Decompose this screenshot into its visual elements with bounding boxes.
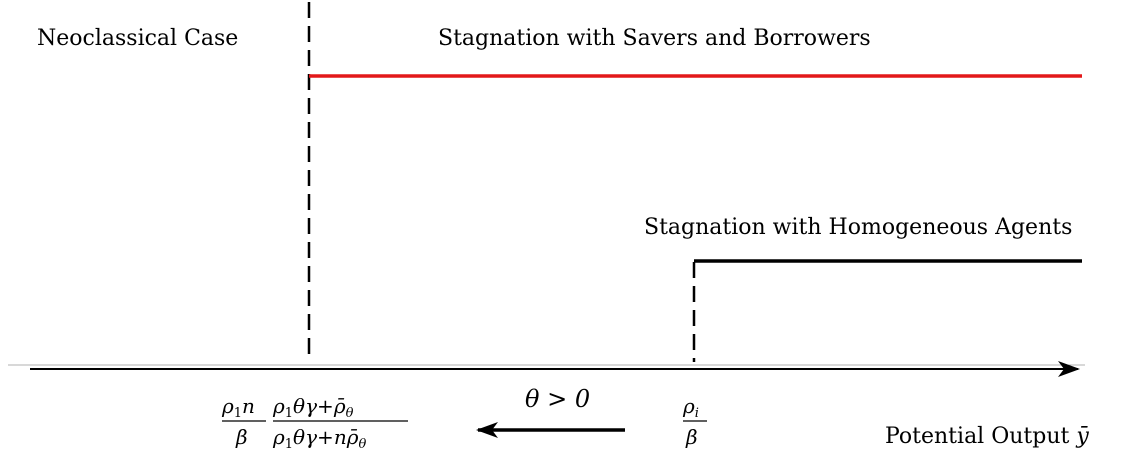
svg-text:ρi: ρi [682, 394, 699, 421]
neoclassical-case-label: Neoclassical Case [37, 26, 238, 51]
stagnation-homogeneous-label: Stagnation with Homogeneous Agents [644, 215, 1072, 240]
fraction-rho1-n-over-beta: ρ1n β [221, 394, 266, 449]
svg-text:β: β [685, 425, 698, 449]
svg-text:ρ1θγ+nρ̄θ: ρ1θγ+nρ̄θ [272, 425, 366, 452]
svg-text:ρ1n: ρ1n [221, 394, 255, 421]
svg-text:ρ1θγ+ρ̄θ: ρ1θγ+ρ̄θ [272, 394, 354, 421]
fraction-savers-threshold: ρ1θγ+ρ̄θ ρ1θγ+nρ̄θ [272, 394, 408, 452]
x-axis-label: Potential Output ȳ [885, 424, 1089, 449]
stagnation-savers-label: Stagnation with Savers and Borrowers [438, 26, 871, 51]
theta-condition-label: θ > 0 [525, 385, 590, 413]
fraction-rho-i-over-beta: ρi β [682, 394, 707, 449]
svg-text:β: β [235, 425, 248, 449]
